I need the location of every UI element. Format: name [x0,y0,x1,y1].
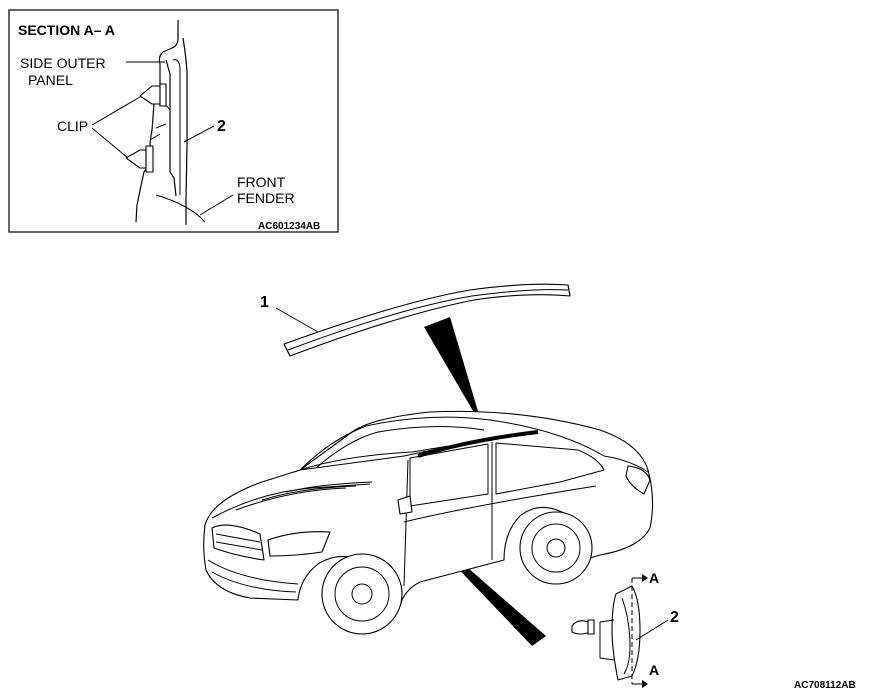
front-fender-label-line2: FENDER [237,190,295,206]
section-a-bottom-label: A [649,662,659,678]
roof-molding [283,283,571,357]
side-outer-panel-label-line2: PANEL [28,72,73,88]
fender-line [155,194,206,223]
inset-part-2-label: 2 [217,118,226,135]
inset-code: AC601234AB [258,221,320,232]
front-fender-leader [199,194,234,216]
section-a-top-label: A [649,570,659,586]
clip-lower [125,145,154,173]
front-fender-label: FRONT [237,174,286,190]
part-2-leader [635,619,669,641]
clip-label: CLIP [57,118,88,134]
part-1-label: 1 [260,294,269,311]
inset-title: SECTION A– A [18,22,115,38]
part-2-leader-inset [183,125,215,143]
clip-leader-upper [91,96,141,126]
part-2-label: 2 [670,609,679,626]
section-inset: SECTION A– A SIDE OUTER PANEL CLIP 2 FRO… [8,9,339,233]
part-1-leader [275,307,319,333]
car-body [203,410,654,607]
clip-fastener [571,619,595,635]
car-illustration [203,410,654,635]
figure-code: AC708112AB [794,680,856,691]
roof-callout-wedge [424,317,483,428]
pillar-trim [599,585,641,681]
clip-leader-lower [91,127,129,159]
side-outer-panel-label: SIDE OUTER [20,55,106,71]
clip-upper [139,83,167,107]
